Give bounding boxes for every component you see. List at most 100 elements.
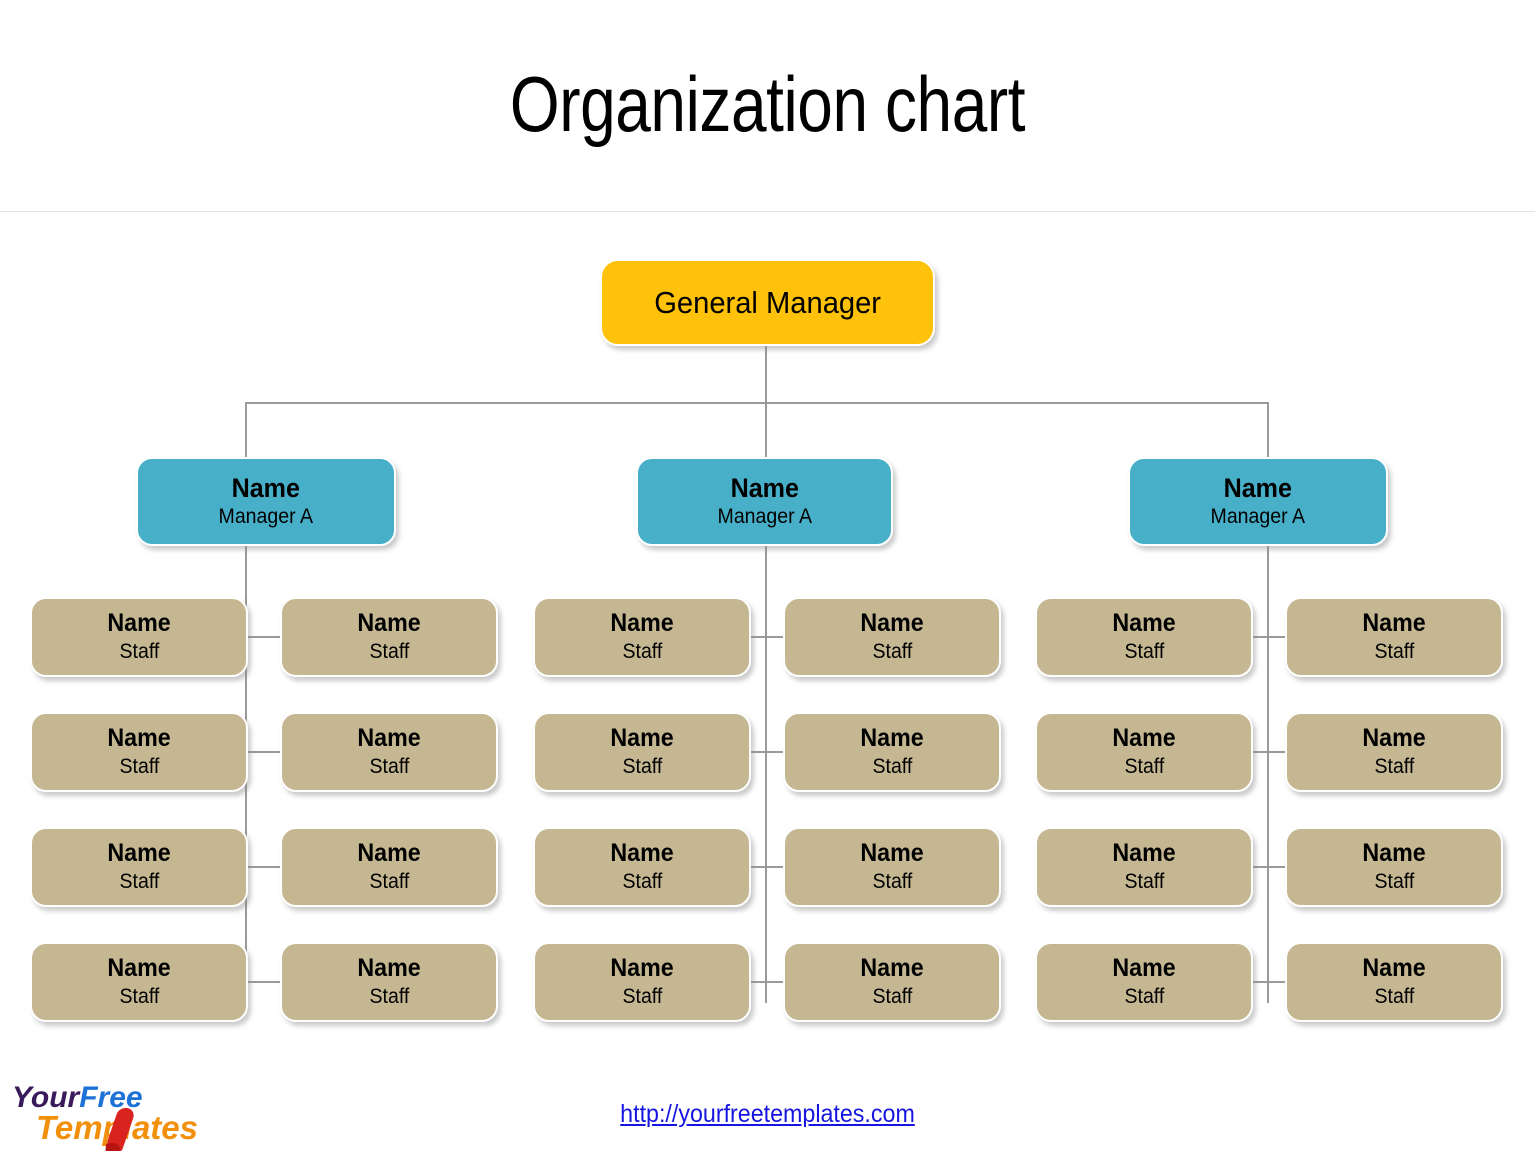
node-staff-c1-r3-left[interactable]: Name Staff — [30, 827, 248, 907]
node-staff-role: Staff — [872, 640, 912, 664]
node-staff-role: Staff — [369, 870, 409, 894]
node-staff-c1-r1-left[interactable]: Name Staff — [30, 597, 248, 677]
node-staff-name: Name — [860, 608, 924, 637]
connector-trunk-column-2 — [765, 545, 767, 1003]
node-staff-c3-r1-left[interactable]: Name Staff — [1035, 597, 1253, 677]
node-staff-name: Name — [860, 838, 924, 867]
node-staff-role: Staff — [872, 870, 912, 894]
node-staff-name: Name — [610, 838, 674, 867]
footer-website-link[interactable]: http://yourfreetemplates.com — [620, 1100, 915, 1128]
node-staff-role: Staff — [1124, 640, 1164, 664]
logo-word-free: Free — [79, 1081, 143, 1114]
node-staff-name: Name — [357, 953, 421, 982]
connector-bus-to-manager-1 — [245, 402, 247, 459]
node-staff-role: Staff — [119, 640, 159, 664]
connector-horizontal-bus — [245, 402, 1268, 404]
node-staff-name: Name — [357, 608, 421, 637]
node-staff-name: Name — [357, 723, 421, 752]
node-staff-name: Name — [1362, 953, 1426, 982]
node-staff-role: Staff — [369, 755, 409, 779]
node-staff-role: Staff — [119, 755, 159, 779]
node-staff-name: Name — [610, 723, 674, 752]
node-staff-name: Name — [860, 953, 924, 982]
node-staff-role: Staff — [369, 640, 409, 664]
logo-word-your: Your — [12, 1081, 80, 1114]
connector-bus-to-manager-2 — [765, 402, 767, 459]
header-divider — [0, 211, 1535, 212]
node-manager-1-name: Name — [231, 472, 301, 503]
connector-gm-drop — [765, 345, 767, 403]
node-staff-name: Name — [610, 953, 674, 982]
node-staff-name: Name — [107, 953, 171, 982]
node-manager-2-role: Manager A — [717, 505, 812, 529]
node-staff-c1-r2-left[interactable]: Name Staff — [30, 712, 248, 792]
node-staff-name: Name — [107, 838, 171, 867]
node-staff-name: Name — [1362, 838, 1426, 867]
node-staff-c2-r3-left[interactable]: Name Staff — [533, 827, 751, 907]
node-staff-role: Staff — [872, 755, 912, 779]
node-staff-name: Name — [107, 723, 171, 752]
node-staff-role: Staff — [119, 870, 159, 894]
node-manager-1[interactable]: Name Manager A — [136, 457, 396, 546]
node-staff-role: Staff — [1124, 755, 1164, 779]
node-staff-c2-r3-right[interactable]: Name Staff — [783, 827, 1001, 907]
node-staff-name: Name — [1362, 608, 1426, 637]
node-general-manager[interactable]: General Manager — [600, 259, 935, 346]
node-staff-name: Name — [860, 723, 924, 752]
node-staff-c1-r2-right[interactable]: Name Staff — [280, 712, 498, 792]
node-staff-c1-r4-left[interactable]: Name Staff — [30, 942, 248, 1022]
node-manager-2[interactable]: Name Manager A — [636, 457, 893, 546]
node-staff-role: Staff — [369, 985, 409, 1009]
connector-bus-to-manager-3 — [1267, 402, 1269, 459]
node-staff-c3-r3-left[interactable]: Name Staff — [1035, 827, 1253, 907]
node-staff-c2-r4-left[interactable]: Name Staff — [533, 942, 751, 1022]
node-staff-role: Staff — [622, 870, 662, 894]
node-staff-c1-r4-right[interactable]: Name Staff — [280, 942, 498, 1022]
node-staff-name: Name — [1362, 723, 1426, 752]
node-staff-name: Name — [1112, 723, 1176, 752]
node-staff-name: Name — [1112, 953, 1176, 982]
node-staff-name: Name — [1112, 838, 1176, 867]
node-manager-1-role: Manager A — [218, 505, 314, 529]
node-staff-role: Staff — [622, 640, 662, 664]
node-staff-c2-r1-left[interactable]: Name Staff — [533, 597, 751, 677]
node-staff-role: Staff — [1374, 870, 1414, 894]
logo-line-1: YourFree — [12, 1083, 143, 1113]
connector-stub-c1-r2-left — [245, 751, 281, 753]
node-staff-name: Name — [610, 608, 674, 637]
yourfreetemplates-logo: YourFree Templates — [8, 1083, 218, 1151]
node-staff-c1-r3-right[interactable]: Name Staff — [280, 827, 498, 907]
node-staff-c3-r4-left[interactable]: Name Staff — [1035, 942, 1253, 1022]
node-staff-role: Staff — [872, 985, 912, 1009]
node-staff-role: Staff — [622, 755, 662, 779]
connector-stub-c1-r4-left — [245, 981, 281, 983]
node-staff-c3-r4-right[interactable]: Name Staff — [1285, 942, 1503, 1022]
node-staff-c2-r2-left[interactable]: Name Staff — [533, 712, 751, 792]
node-staff-c3-r1-right[interactable]: Name Staff — [1285, 597, 1503, 677]
node-manager-3-role: Manager A — [1210, 505, 1306, 529]
node-staff-c2-r2-right[interactable]: Name Staff — [783, 712, 1001, 792]
node-staff-name: Name — [357, 838, 421, 867]
node-staff-c3-r2-right[interactable]: Name Staff — [1285, 712, 1503, 792]
connector-stub-c1-r3-left — [245, 866, 281, 868]
node-staff-c2-r4-right[interactable]: Name Staff — [783, 942, 1001, 1022]
node-staff-role: Staff — [1124, 870, 1164, 894]
node-manager-2-name: Name — [730, 472, 799, 503]
page-title: Organization chart — [509, 60, 1026, 148]
node-staff-role: Staff — [1124, 985, 1164, 1009]
node-manager-3[interactable]: Name Manager A — [1128, 457, 1388, 546]
node-staff-role: Staff — [622, 985, 662, 1009]
node-staff-c2-r1-right[interactable]: Name Staff — [783, 597, 1001, 677]
node-staff-c3-r2-left[interactable]: Name Staff — [1035, 712, 1253, 792]
node-staff-c1-r1-right[interactable]: Name Staff — [280, 597, 498, 677]
node-staff-role: Staff — [1374, 755, 1414, 779]
node-staff-role: Staff — [1374, 985, 1414, 1009]
node-staff-role: Staff — [1374, 640, 1414, 664]
node-general-manager-label: General Manager — [654, 284, 881, 320]
node-staff-c3-r3-right[interactable]: Name Staff — [1285, 827, 1503, 907]
node-manager-3-name: Name — [1223, 472, 1293, 503]
connector-stub-c1-r1-left — [245, 636, 281, 638]
connector-trunk-column-3 — [1267, 545, 1269, 1003]
node-staff-role: Staff — [119, 985, 159, 1009]
